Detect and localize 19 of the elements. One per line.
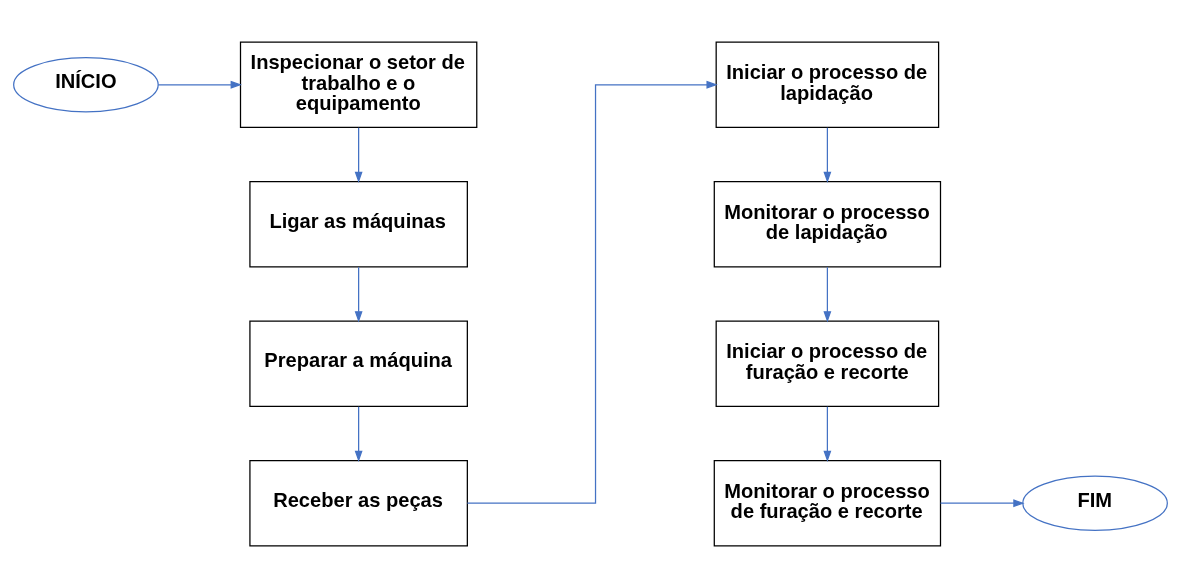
node-ellipse: INÍCIO — [13, 57, 159, 113]
node-box: Iniciar o processo de lapidação — [715, 41, 940, 129]
arrow — [354, 266, 363, 323]
arrow — [939, 499, 1025, 508]
node-box: Inspecionar o setor de trabalho e o equipamento — [239, 41, 478, 129]
node-box: Monitorar o processo de furação e recorte — [713, 459, 942, 547]
arrow — [354, 406, 363, 463]
arrow — [157, 80, 242, 89]
node-box: Monitorar o processo de lapidação — [713, 180, 942, 268]
arrow — [823, 406, 832, 463]
arrow — [823, 127, 832, 184]
node-box: Iniciar o processo de furação e recorte — [715, 320, 940, 408]
node-box: Receber as peças — [249, 459, 468, 547]
node-box: Ligar as máquinas — [249, 180, 468, 268]
node-box: Preparar a máquina — [249, 320, 468, 408]
arrow — [466, 80, 718, 504]
arrow — [354, 127, 363, 184]
arrow — [823, 266, 832, 323]
node-ellipse: FIM — [1022, 475, 1168, 531]
